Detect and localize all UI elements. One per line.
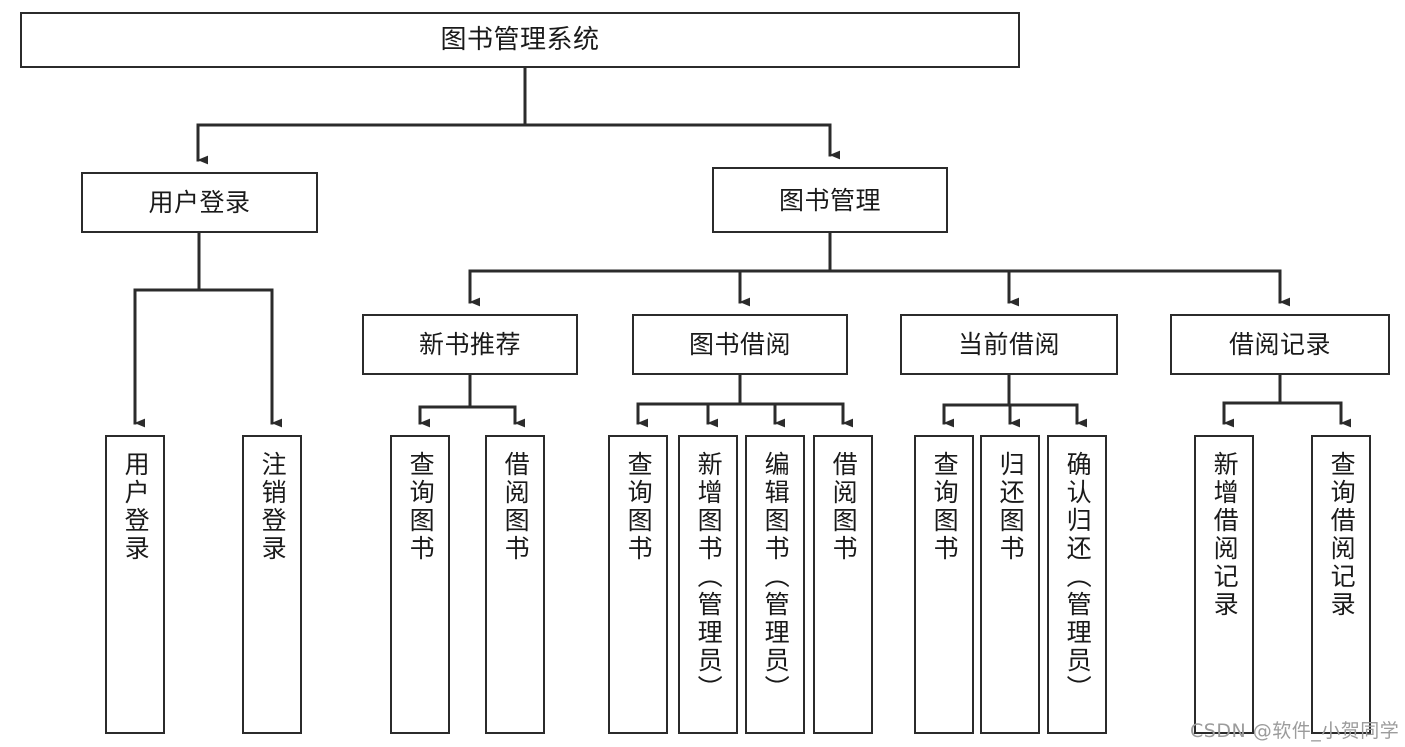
node-leaf-cur-query[interactable]: 查询图书 bbox=[914, 435, 974, 734]
node-leaf-record-add[interactable]: 新增借阅记录 bbox=[1194, 435, 1254, 734]
node-leaf-record-query-label: 查询借阅记录 bbox=[1327, 451, 1357, 619]
node-leaf-borrow-query-label: 查询图书 bbox=[624, 451, 654, 563]
node-leaf-record-add-label: 新增借阅记录 bbox=[1210, 451, 1240, 619]
node-leaf-rec-borrow[interactable]: 借阅图书 bbox=[485, 435, 545, 734]
node-leaf-confirm-return-label: 确认归还（管理员） bbox=[1063, 451, 1093, 703]
node-current-borrow-label: 当前借阅 bbox=[957, 330, 1060, 359]
node-leaf-borrow-book[interactable]: 借阅图书 bbox=[813, 435, 873, 734]
node-new-book-rec-label: 新书推荐 bbox=[418, 330, 521, 359]
node-user-login-label: 用户登录 bbox=[148, 188, 251, 217]
node-borrow-record[interactable]: 借阅记录 bbox=[1170, 314, 1390, 375]
node-leaf-borrow-book-label: 借阅图书 bbox=[829, 451, 859, 563]
node-leaf-user-login[interactable]: 用户登录 bbox=[105, 435, 165, 734]
node-leaf-logout[interactable]: 注销登录 bbox=[242, 435, 302, 734]
node-leaf-return-book[interactable]: 归还图书 bbox=[980, 435, 1040, 734]
node-leaf-user-login-label: 用户登录 bbox=[121, 451, 151, 563]
node-leaf-book-edit-label: 编辑图书（管理员） bbox=[761, 451, 791, 703]
node-book-manage[interactable]: 图书管理 bbox=[712, 167, 948, 233]
node-leaf-rec-query[interactable]: 查询图书 bbox=[390, 435, 450, 734]
node-leaf-book-add[interactable]: 新增图书（管理员） bbox=[678, 435, 738, 734]
node-leaf-book-edit[interactable]: 编辑图书（管理员） bbox=[745, 435, 805, 734]
node-book-borrow-label: 图书借阅 bbox=[688, 330, 791, 359]
csdn-watermark: CSDN @软件_小贺同学 bbox=[1190, 720, 1400, 742]
node-leaf-confirm-return[interactable]: 确认归还（管理员） bbox=[1047, 435, 1107, 734]
node-leaf-cur-query-label: 查询图书 bbox=[930, 451, 960, 563]
node-leaf-rec-borrow-label: 借阅图书 bbox=[501, 451, 531, 563]
node-book-manage-label: 图书管理 bbox=[778, 185, 881, 215]
node-leaf-record-query[interactable]: 查询借阅记录 bbox=[1311, 435, 1371, 734]
node-borrow-record-label: 借阅记录 bbox=[1228, 330, 1331, 359]
node-leaf-logout-label: 注销登录 bbox=[258, 451, 288, 563]
node-new-book-rec[interactable]: 新书推荐 bbox=[362, 314, 578, 375]
node-root[interactable]: 图书管理系统 bbox=[20, 12, 1020, 68]
node-user-login[interactable]: 用户登录 bbox=[81, 172, 318, 233]
node-current-borrow[interactable]: 当前借阅 bbox=[900, 314, 1118, 375]
node-root-label: 图书管理系统 bbox=[440, 24, 600, 55]
node-leaf-borrow-query[interactable]: 查询图书 bbox=[608, 435, 668, 734]
node-book-borrow[interactable]: 图书借阅 bbox=[632, 314, 848, 375]
node-leaf-book-add-label: 新增图书（管理员） bbox=[694, 451, 724, 703]
node-leaf-rec-query-label: 查询图书 bbox=[406, 451, 436, 563]
node-leaf-return-book-label: 归还图书 bbox=[996, 451, 1026, 563]
